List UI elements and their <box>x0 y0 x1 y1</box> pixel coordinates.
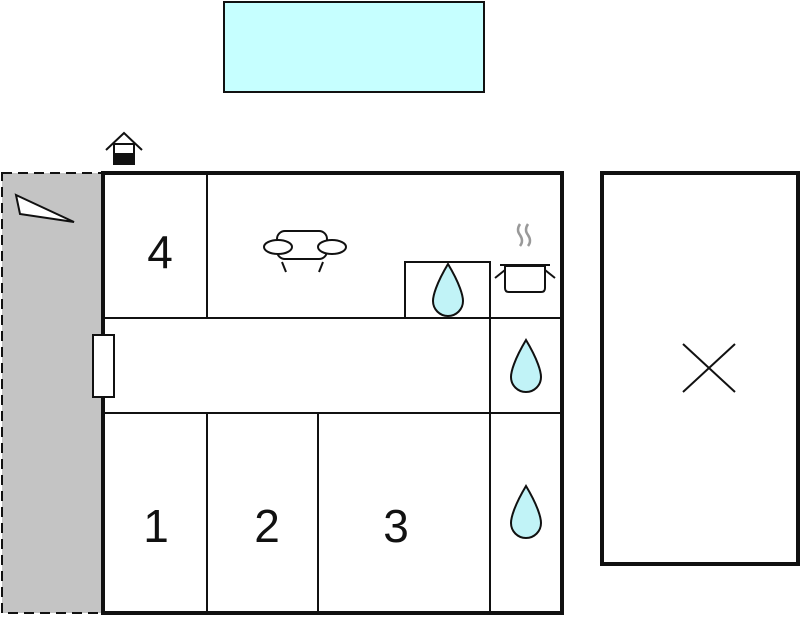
house-entrance-icon <box>105 131 143 165</box>
cross-mark-icon <box>682 343 736 393</box>
water-drop-icon <box>509 338 543 393</box>
entrance-door <box>92 334 115 398</box>
room-label-1: 1 <box>143 500 169 552</box>
cooking-pot-icon <box>494 223 556 293</box>
room-label-3: 3 <box>383 500 409 552</box>
outbuilding <box>600 171 800 566</box>
sofa-icon <box>263 230 347 273</box>
terrace <box>1 172 103 614</box>
room-label-2: 2 <box>254 500 280 552</box>
water-drop-icon <box>509 484 543 539</box>
compass-icon <box>14 193 75 223</box>
interior-walls <box>103 173 562 613</box>
room-label-4: 4 <box>147 226 173 278</box>
pool <box>223 1 485 93</box>
water-drop-icon <box>431 262 465 317</box>
